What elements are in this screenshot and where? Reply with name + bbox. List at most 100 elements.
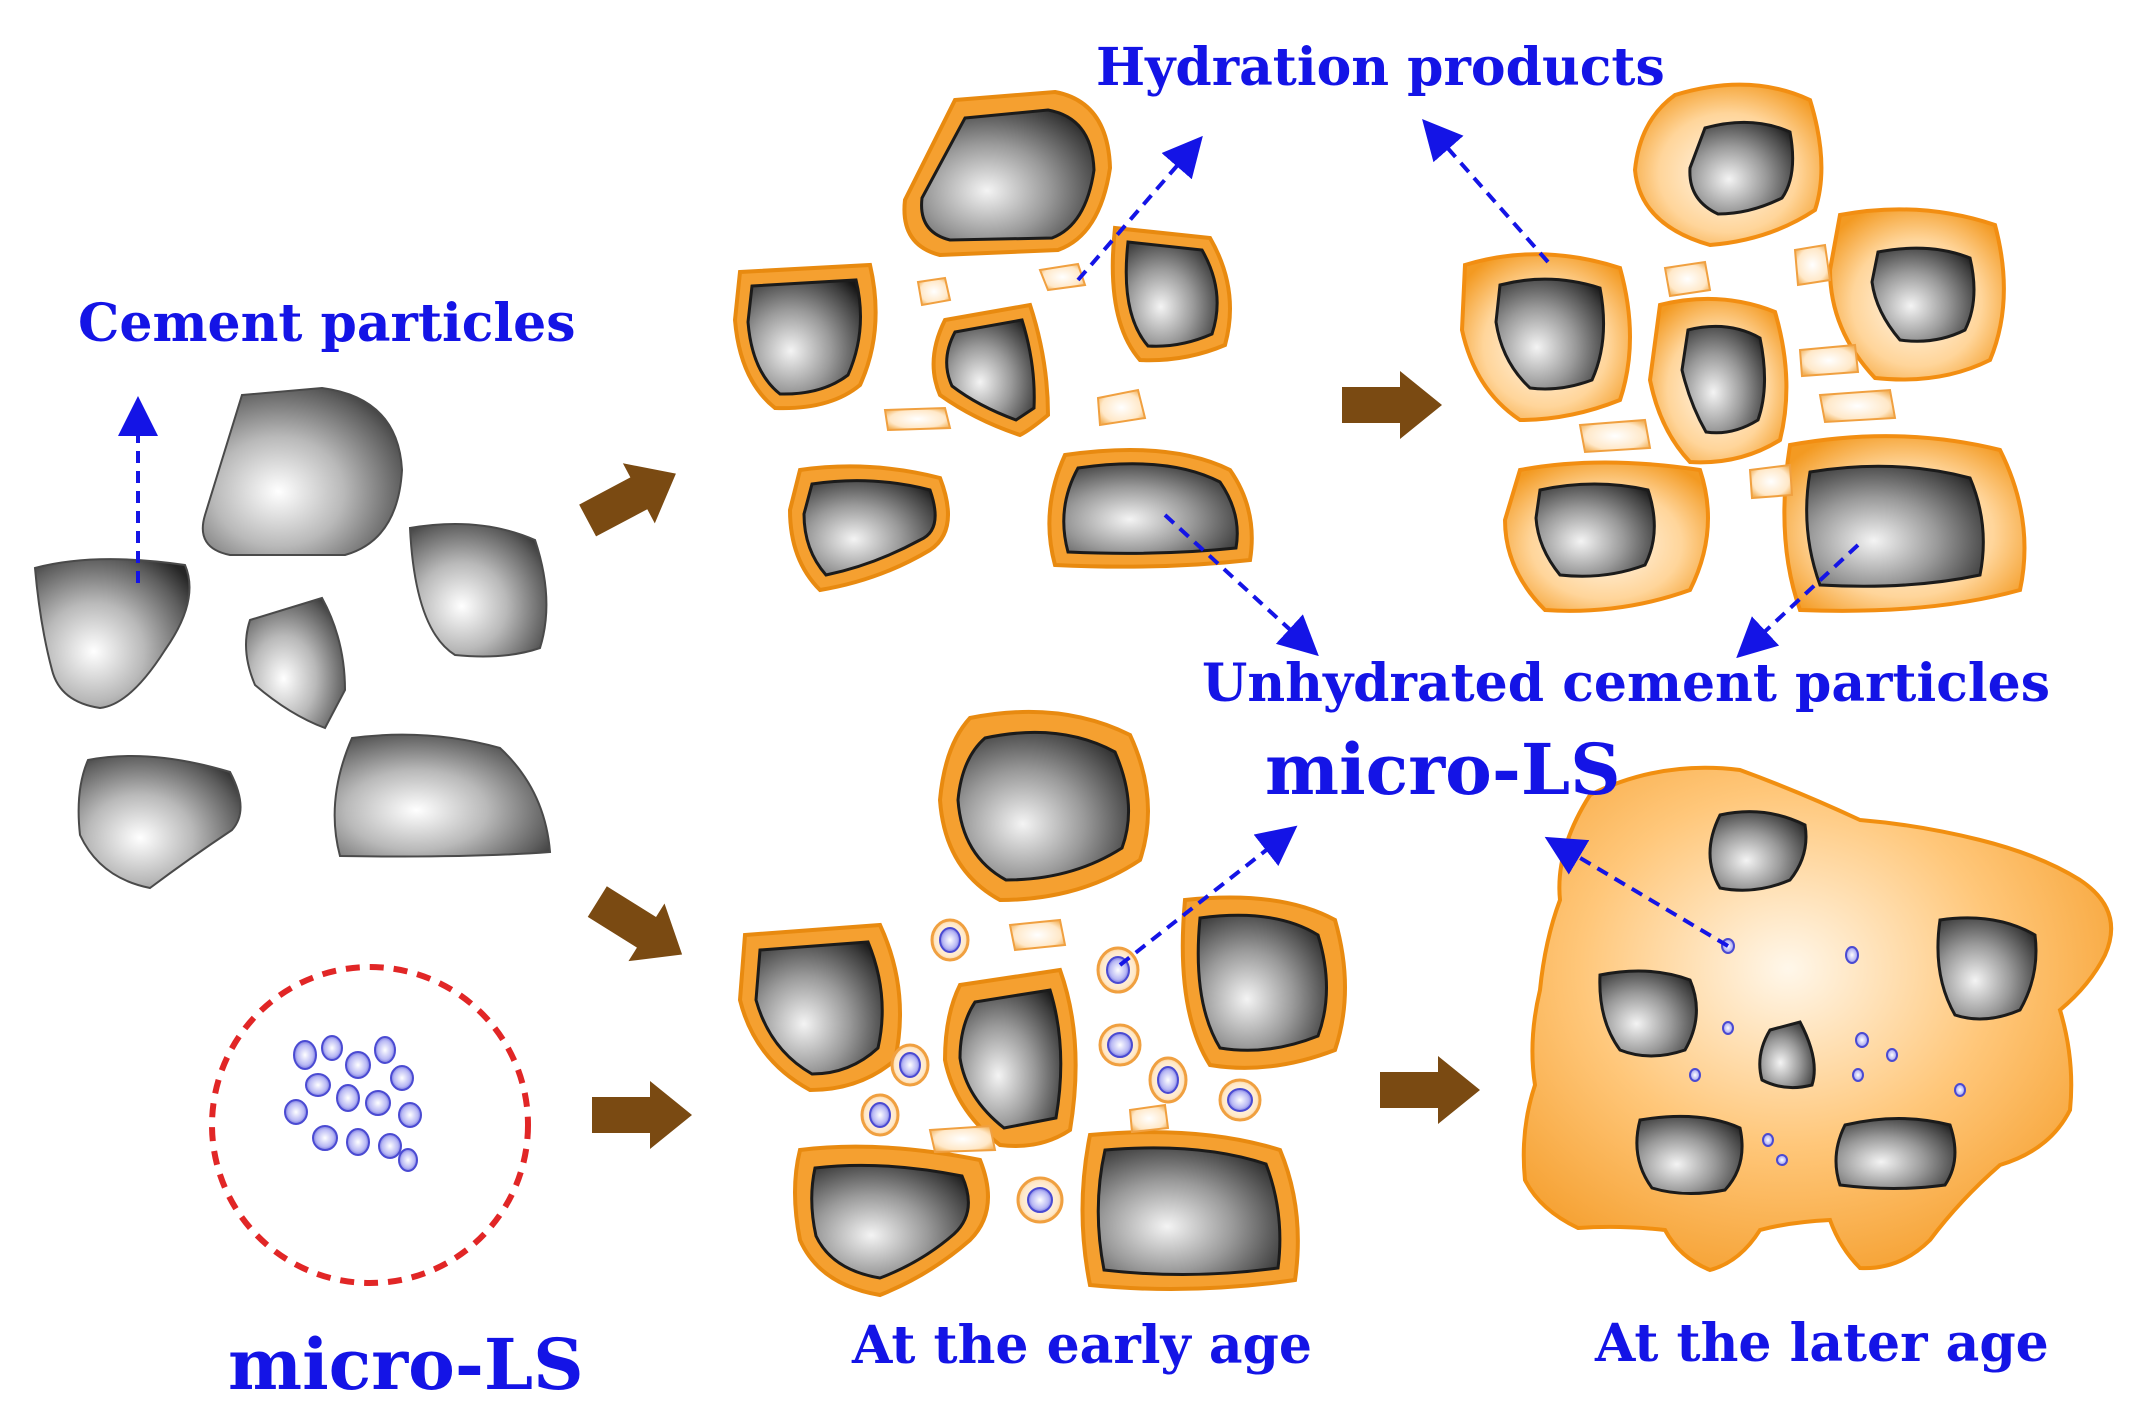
pointer-arrow <box>1422 118 1550 264</box>
micro-ls-particle <box>939 927 961 953</box>
micro-ls-particle <box>1762 1133 1774 1147</box>
micro-ls-particle <box>390 1065 414 1091</box>
pointer-arrow <box>1118 825 1298 967</box>
unhydrated-core <box>1870 246 1976 343</box>
hydration-product <box>928 1124 997 1154</box>
micro-ls-particle <box>336 1084 360 1112</box>
unhydrated-core <box>1805 464 1985 588</box>
micro-ls-label-top: micro-LS <box>1265 728 1621 811</box>
hydration-product <box>1748 463 1794 500</box>
micro-ls-particle <box>305 1073 331 1097</box>
later-hydration-cluster <box>1459 82 2027 613</box>
hydration-product <box>1096 388 1147 427</box>
unhydrated-core <box>1494 277 1606 391</box>
micro-ls-particle <box>1954 1083 1966 1097</box>
hydration-product <box>883 406 952 432</box>
micro-ls-particle <box>346 1128 370 1156</box>
unhydrated-core <box>810 1163 970 1280</box>
unhydrated-core <box>958 988 1063 1130</box>
micro-ls-particle <box>1027 1187 1053 1213</box>
small-hydration-products <box>928 918 1170 1154</box>
cement-particles-label: Cement particles <box>78 293 576 354</box>
micro-ls-particle <box>398 1102 422 1128</box>
micro-ls-particle <box>1722 1021 1734 1035</box>
hydration-products-label: Hydration products <box>1096 37 1665 98</box>
unhydrated-core <box>956 730 1130 882</box>
micro-ls-particle <box>374 1036 396 1064</box>
pointer-arrow <box>1163 513 1319 657</box>
small-hydration-products <box>1578 243 1897 500</box>
cement-particle <box>201 386 404 556</box>
raw-cement-particles <box>33 386 552 890</box>
hydration-product <box>916 276 952 307</box>
hydration-product <box>1578 418 1652 454</box>
process-arrow <box>592 1081 692 1149</box>
early-age-with-micro-ls <box>737 709 1347 1298</box>
micro-ls-particle <box>345 1051 371 1079</box>
cement-particle <box>245 596 347 730</box>
micro-ls-particle <box>869 1102 891 1128</box>
micro-ls-particle <box>365 1090 391 1116</box>
unhydrated-core <box>1936 916 2038 1021</box>
unhydrated-cement-particles-label: Unhydrated cement particles <box>1202 653 2050 714</box>
micro-ls-particle <box>293 1040 317 1070</box>
unhydrated-core <box>1635 1114 1744 1196</box>
hydration-product <box>1798 343 1860 378</box>
unhydrated-core <box>1534 482 1656 578</box>
unhydrated-core <box>1196 913 1328 1052</box>
cement-particle <box>408 523 548 658</box>
unhydrated-core <box>1834 1117 1957 1190</box>
micro-ls-particle <box>284 1099 308 1125</box>
micro-ls-particle <box>1107 1032 1133 1058</box>
unhydrated-core <box>1062 462 1239 555</box>
early-hydration-cluster <box>732 89 1254 593</box>
later-age-label: At the later age <box>1595 1313 2049 1374</box>
micro-ls-particle <box>1157 1066 1179 1094</box>
micro-ls-dashed-circle <box>209 964 531 1286</box>
micro-ls-source <box>209 964 531 1286</box>
hydration-product <box>1793 243 1832 287</box>
pointer-arrows <box>118 118 1860 967</box>
unhydrated-core <box>1708 810 1808 892</box>
micro-ls-particle <box>312 1125 338 1151</box>
unhydrated-core <box>802 479 937 577</box>
later-age-with-micro-ls <box>1521 765 2114 1273</box>
process-arrow <box>587 886 683 962</box>
pointer-arrow <box>1544 836 1730 948</box>
unhydrated-core <box>754 940 884 1076</box>
unhydrated-core <box>1680 324 1766 435</box>
micro-ls-particle <box>1776 1154 1788 1166</box>
micro-ls-particle <box>1845 946 1859 964</box>
micro-ls-particle <box>1852 1068 1864 1082</box>
micro-ls-label-bottom: micro-LS <box>228 1323 584 1406</box>
unhydrated-core <box>920 108 1096 242</box>
cement-particle <box>33 558 191 710</box>
unhydrated-core <box>1758 1020 1816 1090</box>
micro-ls-particle <box>1689 1068 1701 1082</box>
cement-particle <box>77 755 242 890</box>
unhydrated-core <box>945 318 1036 422</box>
hydration-product <box>1038 262 1087 292</box>
unhydrated-core <box>1124 240 1219 348</box>
micro-ls-particle <box>1886 1048 1898 1062</box>
micro-ls-particle <box>899 1052 921 1078</box>
unhydrated-core <box>1096 1146 1282 1277</box>
hydration-product <box>1818 388 1897 424</box>
small-hydration-products <box>883 262 1147 432</box>
early-age-label: At the early age <box>852 1315 1312 1376</box>
unhydrated-core <box>1598 969 1698 1058</box>
micro-ls-particle <box>321 1035 343 1061</box>
micro-ls-particle <box>378 1133 402 1159</box>
hydration-product <box>1008 918 1067 952</box>
process-arrow <box>579 463 676 537</box>
hydration-product <box>1663 260 1712 298</box>
unhydrated-core <box>746 278 862 396</box>
process-arrow <box>1342 371 1442 439</box>
micro-ls-particle <box>1227 1088 1253 1112</box>
dispersed-micro-ls <box>1689 938 1966 1166</box>
pointer-arrow <box>1736 543 1860 659</box>
hydration-product <box>1128 1103 1170 1134</box>
micro-ls-particle <box>398 1148 418 1172</box>
process-arrow <box>1380 1056 1480 1124</box>
